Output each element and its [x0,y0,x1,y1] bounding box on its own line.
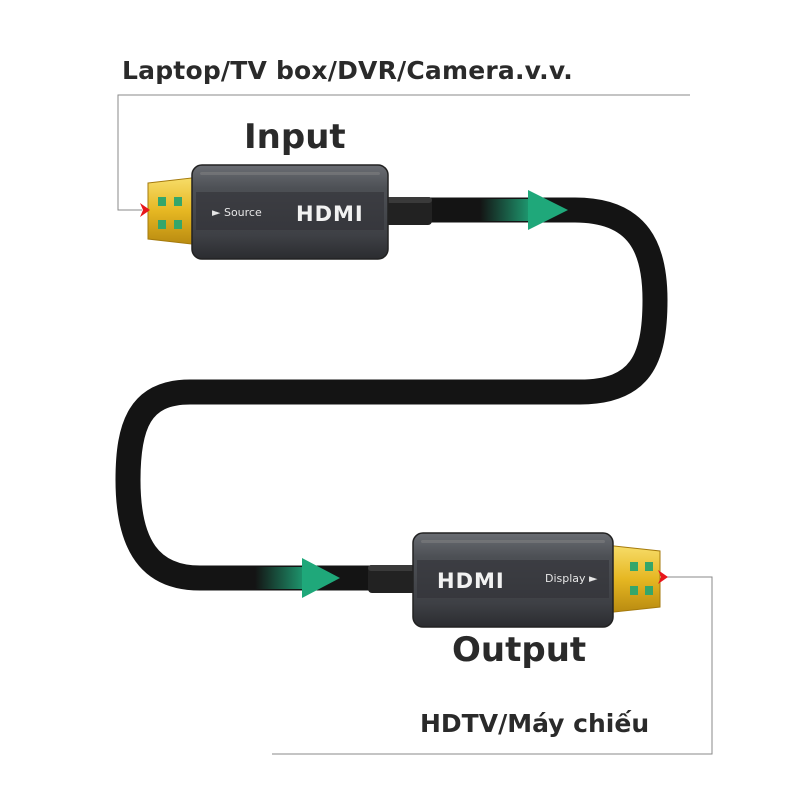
input-callout-line [117,94,690,211]
hdmi-connector-icon [604,544,661,614]
input-connector: ► Source HDMI [140,164,432,260]
input-port-label: ► Source [212,206,262,219]
output-hdmi-logo: HDMI [437,569,505,593]
display-devices-label: HDTV/Máy chiếu [420,709,650,738]
input-label: Input [244,117,346,157]
input-hdmi-logo: HDMI [296,202,364,226]
output-label: Output [452,630,587,670]
output-connector: HDMI Display ► [368,532,668,628]
flow-arrow-icon [302,558,340,598]
source-devices-label: Laptop/TV box/DVR/Camera.v.v. [122,56,573,85]
pointer-chevron-icon [140,203,150,217]
flow-indicators [255,190,568,598]
callout-lines [117,94,713,755]
pointer-chevron-icon [658,570,668,584]
output-callout-line [272,576,713,755]
cable [115,197,668,591]
output-port-label: Display ► [545,572,598,585]
flow-arrow-icon [528,190,568,230]
